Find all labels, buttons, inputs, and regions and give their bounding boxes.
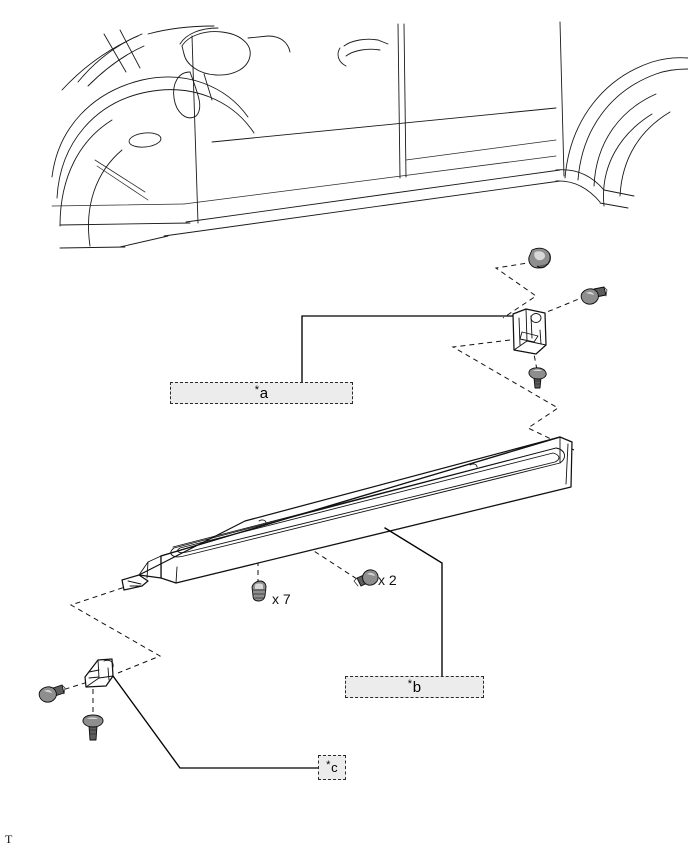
callout-a-text: a	[259, 384, 269, 402]
upper-retainer-bracket	[512, 308, 547, 355]
callout-b-text: b	[412, 678, 422, 696]
lower-retainer-bracket	[84, 658, 114, 688]
callout-label-a: *a	[170, 382, 353, 404]
clip-icon	[251, 580, 267, 602]
callout-label-b: *b	[345, 676, 484, 698]
screw-upper-right-icon	[580, 286, 608, 305]
callout-c-text: c	[331, 760, 338, 775]
callout-label-c: *c	[318, 755, 346, 780]
footer-mark: T	[5, 832, 13, 846]
screw-icon	[353, 569, 379, 587]
grommet-clip-icon	[528, 247, 551, 269]
screw-lower-left-icon	[38, 684, 66, 703]
bolt-lower-icon	[82, 714, 104, 741]
vehicle-side-outline	[51, 21, 688, 249]
screw-upper-lower-icon	[528, 367, 547, 389]
leader-lines	[112, 315, 513, 769]
screw-quantity-label: x 2	[378, 572, 397, 588]
clip-quantity-label: x 7	[272, 591, 291, 607]
rocker-panel-molding	[121, 436, 573, 591]
